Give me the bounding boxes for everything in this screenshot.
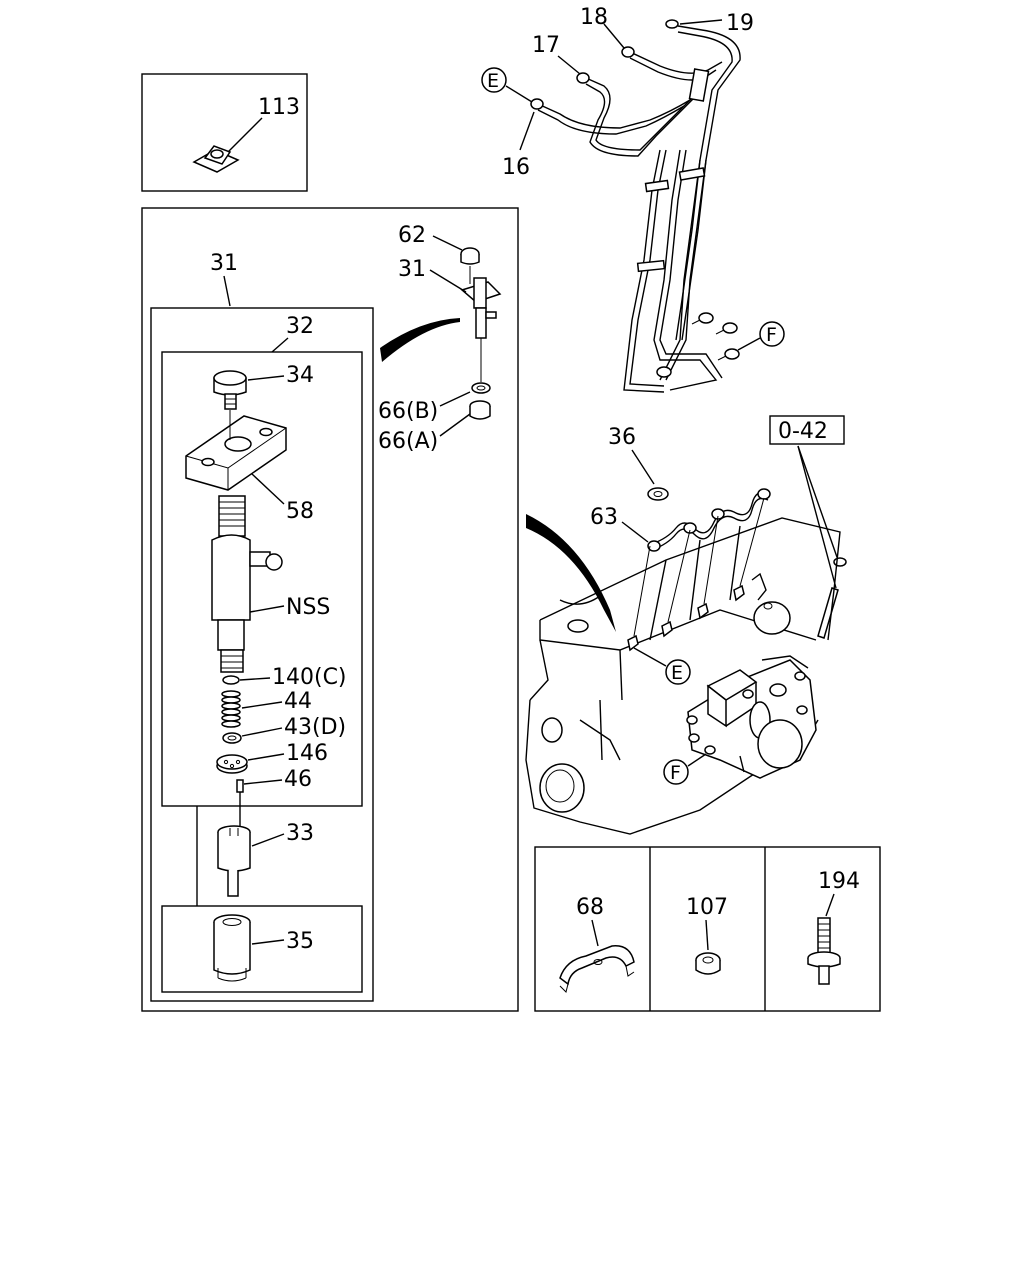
label-113: 113	[258, 95, 300, 120]
marker-f-right	[759, 321, 785, 347]
label-44: 44	[284, 689, 312, 714]
leader-16	[519, 111, 535, 151]
part-63-leakoff-pipe	[647, 488, 771, 552]
part-31-injector-small	[460, 266, 502, 382]
marker-e-top	[481, 67, 507, 93]
label-16: 16	[502, 155, 530, 180]
part-44-spring	[221, 690, 241, 728]
part-66b-washer	[471, 382, 491, 394]
leader-113	[227, 117, 263, 153]
part-140-washer	[222, 675, 240, 685]
part-113-clip	[192, 145, 240, 173]
part-34-bolt	[213, 370, 247, 410]
leader-35	[251, 939, 285, 945]
leader-68	[591, 919, 599, 947]
leader-58	[251, 473, 285, 505]
engine-block	[525, 497, 841, 835]
part-107-nut	[695, 952, 721, 975]
leader-34	[247, 375, 285, 381]
label-194: 194	[818, 869, 860, 894]
leader-107	[705, 919, 709, 951]
leader-44	[241, 701, 283, 709]
label-31-inner: 31	[398, 257, 426, 282]
part-36-clip	[647, 487, 669, 501]
part-33-nozzle	[217, 825, 251, 897]
leader-140	[239, 677, 271, 681]
label-43: 43(D)	[284, 715, 346, 740]
label-58: 58	[286, 499, 314, 524]
leader-33	[251, 833, 285, 847]
leader-66a	[439, 413, 471, 437]
frame-35	[161, 905, 363, 993]
label-31-outer: 31	[210, 251, 238, 276]
pipe-fittings	[530, 19, 740, 378]
part-194-stud	[807, 917, 841, 985]
arrow-band-upper	[380, 318, 460, 362]
leader-32	[271, 337, 289, 353]
part-58-clamp	[185, 410, 287, 491]
part-43-shim	[222, 732, 242, 744]
frame-31-inner	[150, 307, 374, 1002]
leader-43	[241, 727, 283, 737]
leader-66b	[439, 391, 471, 407]
part-35-nut	[213, 914, 251, 982]
box-0-42	[769, 415, 845, 445]
label-36: 36	[608, 425, 636, 450]
frame-32	[161, 351, 363, 807]
frame-31	[141, 207, 519, 1012]
label-19: 19	[726, 11, 754, 36]
part-146-spacer	[216, 754, 248, 774]
part-46-pin	[236, 779, 244, 828]
part-nss-injector	[211, 495, 283, 673]
label-46: 46	[284, 767, 312, 792]
part-66a-seal	[469, 400, 491, 420]
label-0-42: 0-42	[778, 419, 828, 444]
leader-17	[557, 55, 581, 75]
label-66a: 66(A)	[378, 429, 438, 454]
label-140: 140(C)	[272, 665, 347, 690]
marker-e-engine	[665, 659, 691, 685]
leader-62	[432, 235, 463, 251]
label-18: 18	[580, 5, 608, 30]
marker-e-top-label: E	[487, 70, 499, 92]
fuel-pipes	[537, 25, 741, 393]
label-35: 35	[286, 929, 314, 954]
leader-31-outer	[223, 275, 231, 307]
marker-f-engine-label: F	[670, 762, 681, 784]
leader-31-inner	[429, 269, 467, 293]
arrow-band-lower	[526, 514, 616, 632]
leader-19	[679, 19, 723, 25]
bottom-parts-box	[534, 846, 881, 1012]
label-107: 107	[686, 895, 728, 920]
label-63: 63	[590, 505, 618, 530]
label-146: 146	[286, 741, 328, 766]
label-33: 33	[286, 821, 314, 846]
leader-nss	[249, 605, 285, 613]
part-0-42-items	[817, 557, 847, 639]
label-62: 62	[398, 223, 426, 248]
leader-46	[243, 779, 283, 785]
label-32: 32	[286, 314, 314, 339]
leader-18	[603, 23, 625, 49]
leader-36	[631, 449, 655, 485]
label-66b: 66(B)	[378, 399, 438, 424]
label-34: 34	[286, 363, 314, 388]
leader-146	[247, 753, 285, 761]
leader-194	[825, 893, 835, 917]
part-68-clamp	[559, 945, 635, 993]
label-68: 68	[576, 895, 604, 920]
fuel-pump	[686, 655, 817, 779]
part-62-nut	[460, 247, 480, 265]
label-nss: NSS	[286, 595, 330, 620]
label-17: 17	[532, 33, 560, 58]
box-113	[141, 73, 308, 192]
marker-f-engine	[663, 759, 689, 785]
marker-e-engine-label: E	[671, 662, 683, 684]
leader-63	[621, 521, 649, 543]
marker-f-right-label: F	[766, 324, 777, 346]
